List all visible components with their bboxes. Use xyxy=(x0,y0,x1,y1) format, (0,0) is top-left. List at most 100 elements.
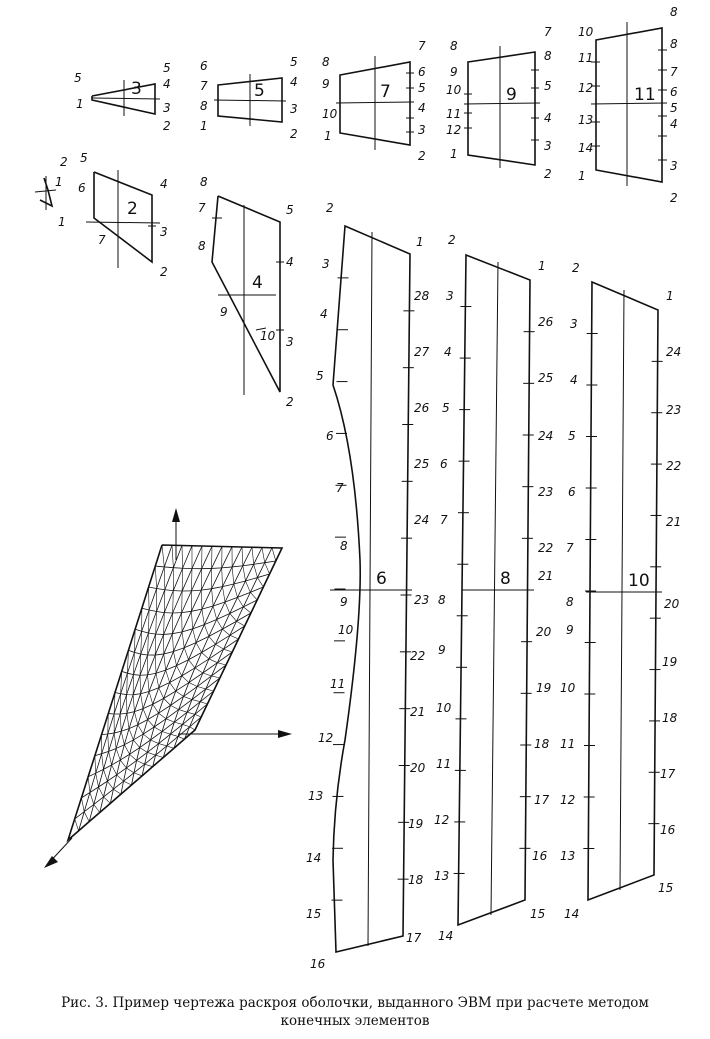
svg-text:21: 21 xyxy=(666,515,681,529)
svg-text:14: 14 xyxy=(438,929,453,943)
svg-text:2: 2 xyxy=(418,149,426,163)
svg-text:10: 10 xyxy=(436,701,452,715)
pattern-8: 8 2 3 4 5 6 7 8 9 10 11 12 13 14 1 26 25… xyxy=(434,233,554,943)
svg-text:11: 11 xyxy=(446,107,461,121)
svg-text:27: 27 xyxy=(414,345,430,359)
svg-text:2: 2 xyxy=(163,119,171,133)
svg-text:7: 7 xyxy=(670,65,678,79)
svg-text:23: 23 xyxy=(666,403,681,417)
svg-text:23: 23 xyxy=(538,485,553,499)
svg-text:16: 16 xyxy=(532,849,548,863)
svg-text:13: 13 xyxy=(434,869,449,883)
svg-text:10: 10 xyxy=(260,329,276,343)
pattern-9: 9 8 9 10 11 12 1 7 8 5 4 3 2 xyxy=(446,25,552,181)
svg-text:5: 5 xyxy=(286,203,294,217)
svg-text:12: 12 xyxy=(446,123,461,137)
svg-text:5: 5 xyxy=(418,81,426,95)
svg-text:8: 8 xyxy=(670,37,678,51)
svg-text:3: 3 xyxy=(160,225,168,239)
svg-text:21: 21 xyxy=(410,705,425,719)
svg-text:6: 6 xyxy=(440,457,448,471)
svg-text:2: 2 xyxy=(290,127,298,141)
svg-text:1: 1 xyxy=(200,119,208,133)
svg-text:7: 7 xyxy=(200,79,208,93)
svg-text:1: 1 xyxy=(578,169,586,183)
svg-text:4: 4 xyxy=(320,307,328,321)
svg-text:8: 8 xyxy=(200,175,208,189)
pattern-10: 10 2 3 4 5 6 7 8 9 10 11 12 13 14 1 24 2… xyxy=(560,261,681,921)
svg-text:8: 8 xyxy=(438,593,446,607)
svg-text:2: 2 xyxy=(544,167,552,181)
svg-text:3: 3 xyxy=(290,102,298,116)
svg-text:15: 15 xyxy=(658,881,673,895)
svg-text:13: 13 xyxy=(560,849,575,863)
svg-text:3: 3 xyxy=(570,317,578,331)
svg-text:1: 1 xyxy=(450,147,458,161)
shell-surface-mesh xyxy=(44,508,292,868)
svg-text:7: 7 xyxy=(418,39,426,53)
svg-text:11: 11 xyxy=(578,51,593,65)
cutting-pattern-drawing: 3 5 1 5 4 3 2 5 6 7 8 1 5 4 3 2 7 8 9 10… xyxy=(34,5,681,971)
svg-text:14: 14 xyxy=(306,851,321,865)
svg-text:16: 16 xyxy=(310,957,326,971)
svg-text:5: 5 xyxy=(316,369,324,383)
svg-text:5: 5 xyxy=(254,81,265,101)
svg-text:18: 18 xyxy=(534,737,550,751)
svg-text:22: 22 xyxy=(666,459,681,473)
svg-text:10: 10 xyxy=(578,25,594,39)
svg-text:13: 13 xyxy=(578,113,593,127)
svg-text:9: 9 xyxy=(450,65,458,79)
svg-text:6: 6 xyxy=(200,59,208,73)
svg-text:9: 9 xyxy=(220,305,228,319)
svg-text:6: 6 xyxy=(78,181,86,195)
svg-text:5: 5 xyxy=(290,55,298,69)
svg-text:24: 24 xyxy=(666,345,681,359)
svg-text:4: 4 xyxy=(444,345,452,359)
svg-text:22: 22 xyxy=(410,649,425,663)
svg-text:22: 22 xyxy=(538,541,553,555)
svg-text:7: 7 xyxy=(198,201,206,215)
svg-text:6: 6 xyxy=(418,65,426,79)
svg-text:17: 17 xyxy=(660,767,676,781)
svg-text:3: 3 xyxy=(670,159,678,173)
svg-text:2: 2 xyxy=(127,199,138,219)
svg-text:15: 15 xyxy=(530,907,545,921)
svg-text:7: 7 xyxy=(544,25,552,39)
svg-text:9: 9 xyxy=(506,85,517,105)
svg-text:4: 4 xyxy=(544,111,552,125)
svg-text:7: 7 xyxy=(380,82,391,102)
svg-text:2: 2 xyxy=(160,265,168,279)
svg-text:3: 3 xyxy=(418,123,426,137)
svg-text:1: 1 xyxy=(538,259,546,273)
svg-text:15: 15 xyxy=(306,907,321,921)
pattern-7: 7 8 9 10 1 7 6 5 4 3 2 xyxy=(322,39,426,163)
svg-text:26: 26 xyxy=(414,401,430,415)
svg-text:5: 5 xyxy=(442,401,450,415)
svg-text:20: 20 xyxy=(536,625,552,639)
pattern-6: 6 2 3 4 5 6 7 8 9 10 11 12 13 14 15 16 1… xyxy=(306,201,430,971)
pattern-1: 1 2 1 xyxy=(34,155,68,229)
svg-text:7: 7 xyxy=(566,541,574,555)
svg-text:5: 5 xyxy=(80,151,88,165)
svg-text:7: 7 xyxy=(440,513,448,527)
figure-caption: Рис. 3. Пример чертежа раскроя оболочки,… xyxy=(10,994,700,1030)
svg-text:19: 19 xyxy=(408,817,423,831)
svg-text:11: 11 xyxy=(330,677,345,691)
svg-text:2: 2 xyxy=(326,201,334,215)
svg-text:3: 3 xyxy=(286,335,294,349)
svg-text:8: 8 xyxy=(500,569,511,589)
svg-text:3: 3 xyxy=(131,79,142,99)
svg-text:19: 19 xyxy=(536,681,551,695)
svg-text:9: 9 xyxy=(438,643,446,657)
svg-text:8: 8 xyxy=(198,239,206,253)
svg-text:11: 11 xyxy=(560,737,575,751)
svg-text:6: 6 xyxy=(326,429,334,443)
svg-text:8: 8 xyxy=(322,55,330,69)
svg-text:7: 7 xyxy=(98,233,106,247)
svg-text:8: 8 xyxy=(340,539,348,553)
svg-text:8: 8 xyxy=(450,39,458,53)
pattern-5: 5 6 7 8 1 5 4 3 2 xyxy=(200,55,298,141)
pattern-2: 2 5 6 7 4 3 2 xyxy=(78,151,168,279)
svg-text:6: 6 xyxy=(568,485,576,499)
svg-text:24: 24 xyxy=(414,513,429,527)
